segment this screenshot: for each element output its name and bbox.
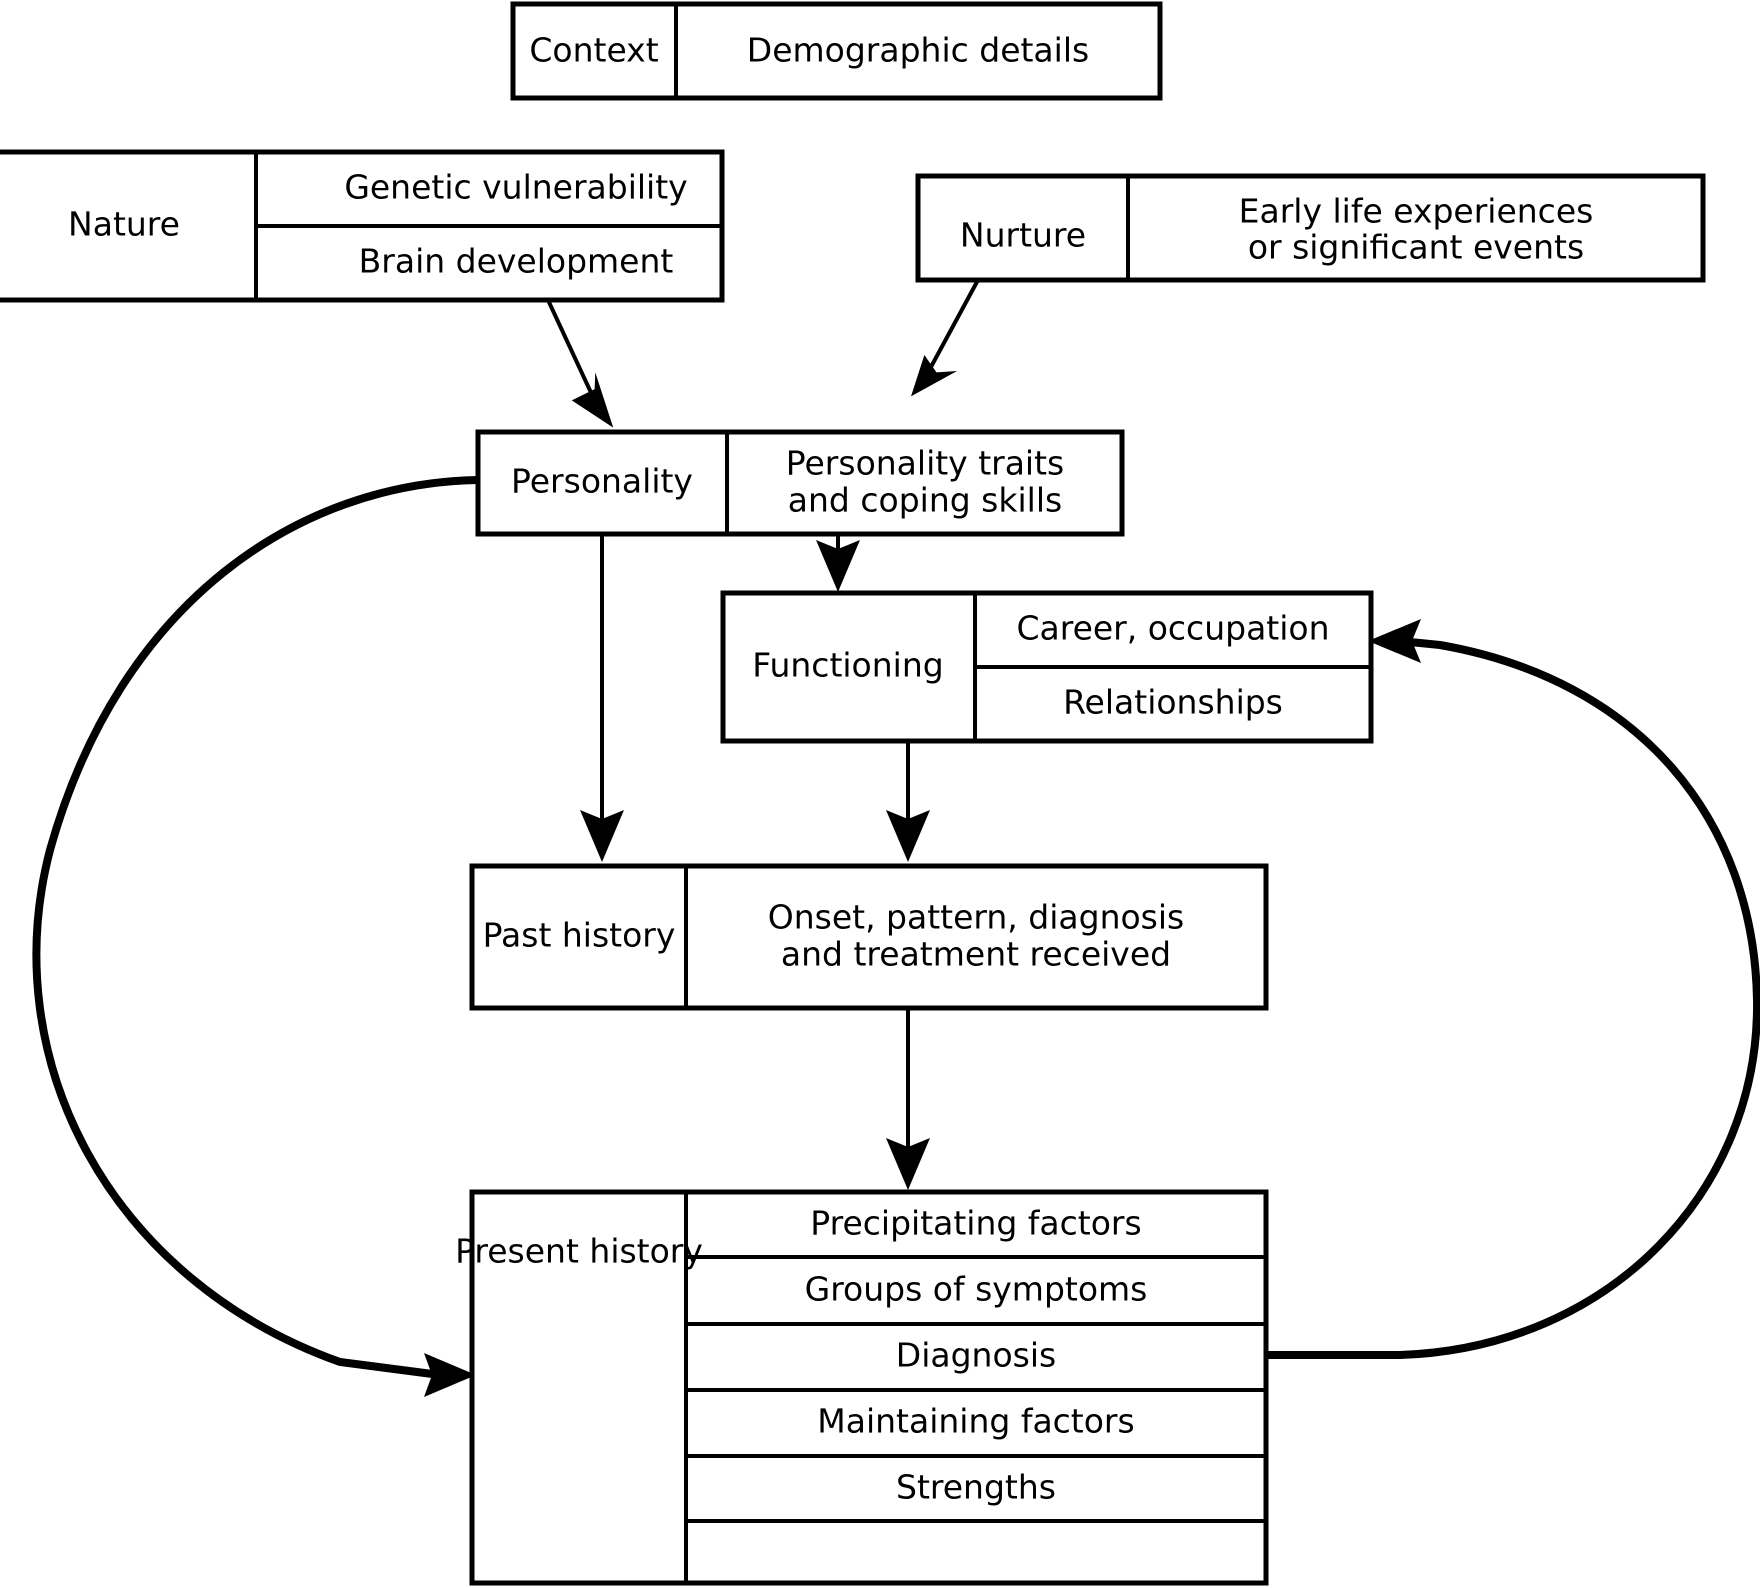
nurture-detail-line1: Early life experiences	[1239, 192, 1594, 231]
present-history-item-precipitating: Precipitating factors	[810, 1204, 1141, 1243]
personality-label: Personality	[511, 462, 693, 501]
box-context[interactable]: Context Demographic details	[510, 1, 1163, 101]
past-history-label: Past history	[483, 916, 676, 955]
connector-past-history-to-present-history	[886, 1008, 930, 1190]
functioning-label: Functioning	[752, 646, 943, 685]
present-history-item-diagnosis: Diagnosis	[896, 1336, 1056, 1375]
connector-personality-to-functioning	[816, 534, 860, 592]
box-present-history[interactable]: Present history Precipitating factors Gr…	[455, 1189, 1269, 1586]
present-history-label: Present history	[455, 1232, 703, 1271]
functioning-detail-relationships: Relationships	[1063, 683, 1283, 722]
connector-personality-to-past-history	[580, 534, 624, 862]
connector-present-history-to-functioning-loop	[1266, 619, 1760, 1359]
box-past-history[interactable]: Past history Onset, pattern, diagnosis a…	[469, 863, 1269, 1011]
nurture-label: Nurture	[960, 216, 1086, 255]
personality-detail-line1: Personality traits	[786, 444, 1064, 483]
nurture-detail-line2: or significant events	[1248, 228, 1584, 267]
connector-personality-to-present-history-loop	[32, 476, 479, 1397]
context-label: Context	[529, 31, 658, 70]
box-personality[interactable]: Personality Personality traits and copin…	[475, 429, 1125, 537]
present-history-item-strengths: Strengths	[896, 1468, 1056, 1507]
personality-detail-line2: and coping skills	[788, 481, 1062, 520]
connector-functioning-to-past-history	[886, 741, 930, 862]
functioning-detail-career: Career, occupation	[1016, 609, 1329, 648]
nature-label: Nature	[68, 205, 180, 244]
box-nurture[interactable]: Nurture Early life experiences or signif…	[915, 173, 1706, 283]
box-nature[interactable]: Nature Genetic vulnerability Brain devel…	[0, 149, 725, 303]
box-functioning[interactable]: Functioning Career, occupation Relations…	[720, 590, 1374, 744]
connector-nature-to-personality	[546, 299, 614, 428]
past-history-detail-line1: Onset, pattern, diagnosis	[768, 898, 1184, 937]
present-history-item-symptoms: Groups of symptoms	[805, 1270, 1148, 1309]
connector-nurture-to-personality	[910, 279, 980, 397]
nature-detail-brain: Brain development	[359, 242, 674, 281]
past-history-detail-line2: and treatment received	[781, 935, 1171, 974]
present-history-item-maintaining: Maintaining factors	[817, 1402, 1134, 1441]
nature-detail-genetic: Genetic vulnerability	[344, 168, 687, 207]
context-detail: Demographic details	[747, 31, 1089, 70]
